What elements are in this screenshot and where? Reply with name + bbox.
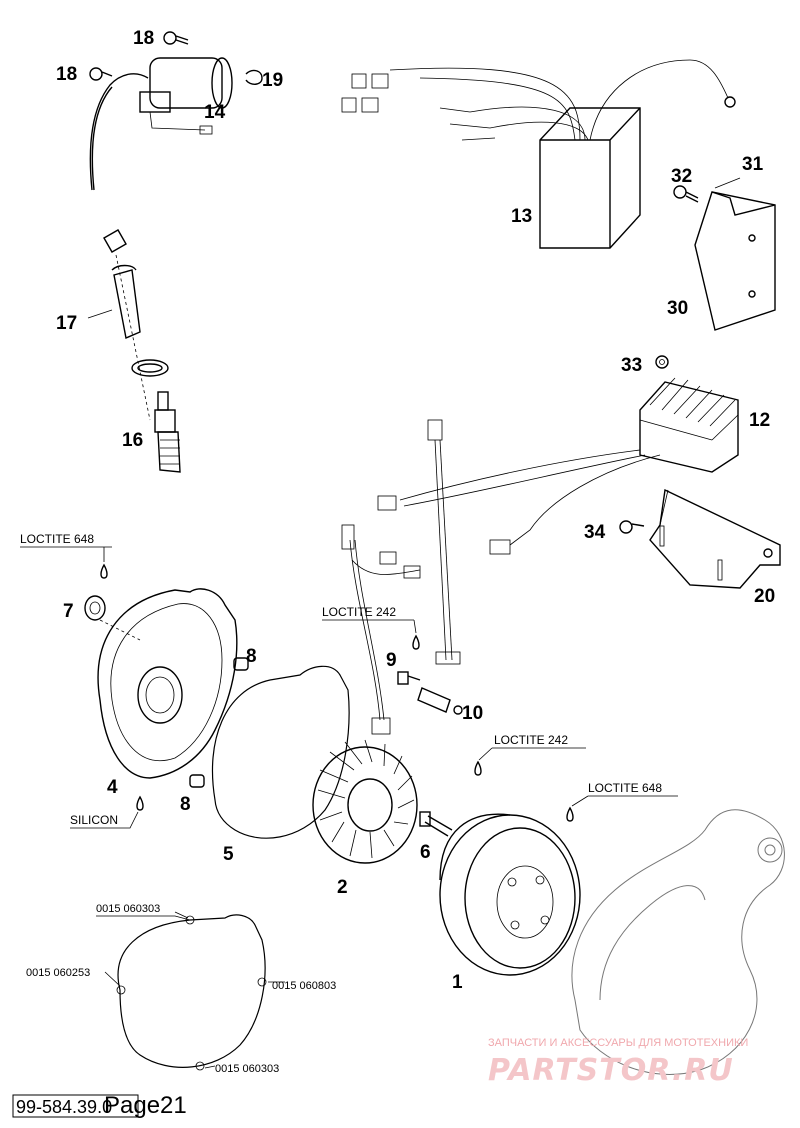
- callout-12: 12: [749, 410, 770, 431]
- gasket-code-top: 0015 060303: [96, 903, 160, 915]
- cdi-unit: [341, 59, 736, 249]
- callout-8-upper: 8: [246, 646, 257, 667]
- screw-9: [397, 671, 421, 685]
- wiring-harness: [341, 419, 661, 721]
- gasket-code-left: 0015 060253: [26, 967, 90, 979]
- clip-19: [245, 69, 263, 85]
- gasket-code-bottom: 0015 060303: [215, 1063, 279, 1075]
- callout-5: 5: [223, 844, 234, 865]
- dowel-8-lower: [189, 774, 205, 788]
- callout-10: 10: [462, 703, 483, 724]
- spark-plug-cap: [103, 229, 169, 421]
- cover-plate: [694, 191, 776, 331]
- screw-18-left: [89, 67, 113, 81]
- screw-34: [619, 520, 645, 534]
- note-loctite-242-right: LOCTITE 242: [494, 733, 568, 747]
- cable-clamp-10: [417, 687, 463, 715]
- callout-18-top: 18: [133, 28, 154, 49]
- screw-6: [419, 811, 453, 837]
- screw-18-top: [163, 31, 189, 45]
- callout-18-left: 18: [56, 64, 77, 85]
- note-loctite-242-center: LOCTITE 242: [322, 605, 396, 619]
- doc-number: 99-584.39.0: [16, 1097, 112, 1117]
- dowel-8-upper: [233, 657, 249, 671]
- doc-number-box: [12, 1094, 139, 1118]
- note-silicon: SILICON: [70, 813, 118, 827]
- callout-6: 6: [420, 842, 431, 863]
- crankcase-outline: [571, 809, 785, 1075]
- stator: [312, 717, 418, 864]
- rotor-flywheel: [439, 813, 581, 976]
- leader-lines: [20, 177, 741, 921]
- note-loctite-648-right: LOCTITE 648: [588, 781, 662, 795]
- screw-32: [673, 185, 699, 203]
- ignition-coil: [89, 57, 233, 191]
- callout-34: 34: [584, 522, 606, 543]
- callout-1: 1: [452, 972, 463, 993]
- callout-2: 2: [337, 877, 348, 898]
- callout-30: 30: [667, 298, 688, 319]
- gasket-detail: [104, 911, 285, 1071]
- seal-7: [84, 595, 106, 621]
- callout-8-lower: 8: [180, 794, 191, 815]
- note-loctite-648-left: LOCTITE 648: [20, 532, 94, 546]
- callout-31: 31: [742, 154, 764, 175]
- callout-13: 13: [511, 206, 532, 227]
- cover-gasket: [211, 665, 350, 839]
- spark-plug: [154, 391, 181, 473]
- callout-16: 16: [122, 430, 143, 451]
- regulator-bracket: [649, 488, 781, 589]
- callout-9: 9: [386, 650, 397, 671]
- callout-4: 4: [107, 777, 118, 798]
- callout-20: 20: [754, 586, 775, 607]
- callout-14: 14: [204, 102, 226, 123]
- watermark-brand: PARTSTOR.RU: [488, 1053, 734, 1088]
- callout-32: 32: [671, 166, 692, 187]
- callout-17: 17: [56, 313, 77, 334]
- callout-7: 7: [63, 601, 74, 622]
- callout-33: 33: [621, 355, 642, 376]
- nut-33: [655, 355, 669, 369]
- gasket-code-right: 0015 060803: [272, 980, 336, 992]
- ignition-cover: [97, 588, 238, 779]
- voltage-regulator: [639, 377, 739, 473]
- watermark-tagline: ЗАПЧАСТИ И АКСЕССУАРЫ ДЛЯ МОТОТЕХНИКИ: [488, 1037, 748, 1049]
- callout-19: 19: [262, 70, 283, 91]
- page-label: Page21: [104, 1092, 187, 1119]
- loctite-drops: [100, 563, 574, 822]
